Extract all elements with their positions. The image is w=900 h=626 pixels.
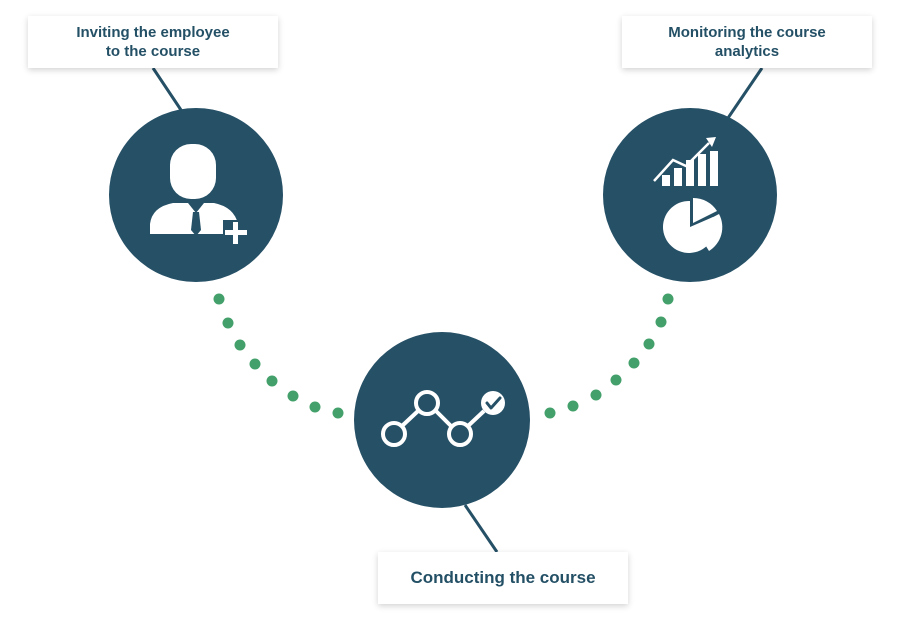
step-label-monitor: Monitoring the course analytics bbox=[622, 16, 872, 68]
step-label-invite: Inviting the employee to the course bbox=[28, 16, 278, 68]
step-label-conduct-line1: Conducting the course bbox=[410, 567, 596, 587]
step-circle-conduct bbox=[354, 332, 530, 508]
dotted-path-left bbox=[213, 293, 344, 419]
progress-path-icon bbox=[381, 390, 505, 447]
connector-monitor bbox=[726, 67, 764, 119]
employee-add-icon bbox=[150, 144, 249, 246]
pie-chart-icon bbox=[662, 197, 723, 253]
analytics-chart-icon bbox=[653, 137, 718, 186]
step-label-invite-line1: Inviting the employee bbox=[76, 23, 230, 41]
dotted-path-right bbox=[544, 293, 674, 419]
step-label-invite-line2: to the course bbox=[105, 43, 201, 60]
step-label-monitor-line2: analytics bbox=[714, 43, 780, 60]
connector-invite bbox=[151, 67, 185, 114]
step-label-monitor-line1: Monitoring the course bbox=[668, 23, 826, 41]
step-circle-monitor bbox=[603, 108, 777, 282]
step-label-conduct: Conducting the course bbox=[378, 552, 628, 604]
connector-conduct bbox=[463, 504, 499, 553]
